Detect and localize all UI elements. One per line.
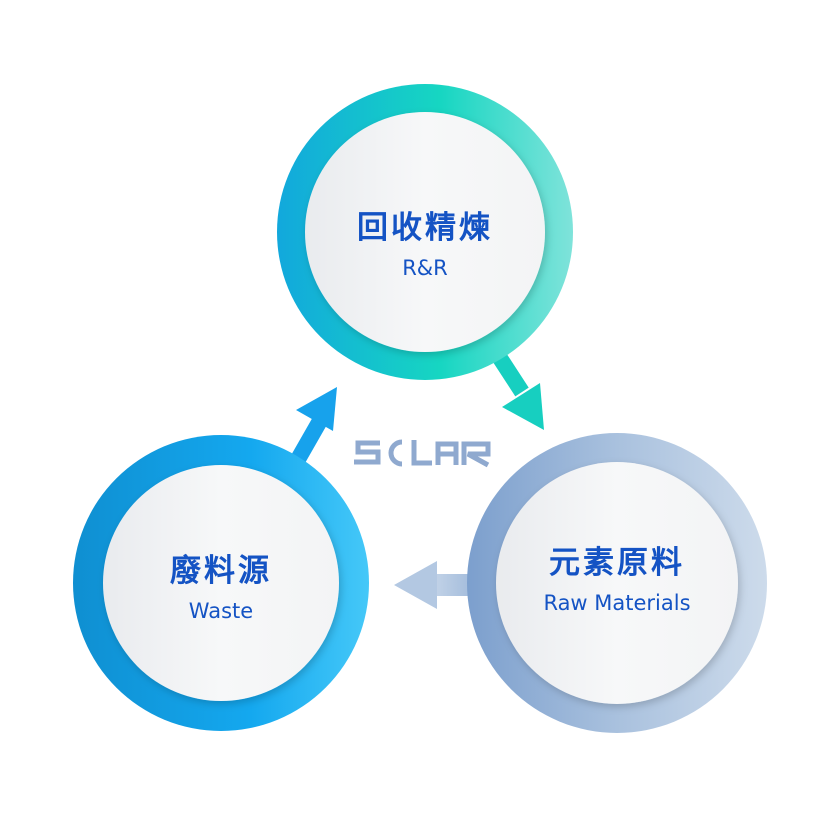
node-waste-circle — [73, 435, 369, 731]
node-raw-title-en: Raw Materials — [543, 591, 691, 615]
node-waste: 廢料源 Waste — [101, 553, 341, 625]
node-raw: 元素原料 Raw Materials — [497, 545, 737, 617]
node-raw-circle — [467, 433, 767, 733]
node-rr-circle — [277, 84, 573, 380]
node-raw-title-zh: 元素原料 — [549, 545, 685, 581]
arrow-raw-to-waste — [394, 561, 477, 609]
arrow-waste-to-rr — [286, 387, 337, 472]
arrow-rr-to-raw — [489, 347, 544, 430]
node-waste-title-zh: 廢料源 — [170, 553, 272, 589]
node-waste-title-en: Waste — [188, 599, 254, 623]
node-rr: 回收精煉 R&R — [305, 210, 545, 282]
node-rr-title-zh: 回收精煉 — [357, 210, 493, 246]
solar-logo — [354, 439, 491, 468]
node-rr-title-en: R&R — [402, 256, 448, 280]
